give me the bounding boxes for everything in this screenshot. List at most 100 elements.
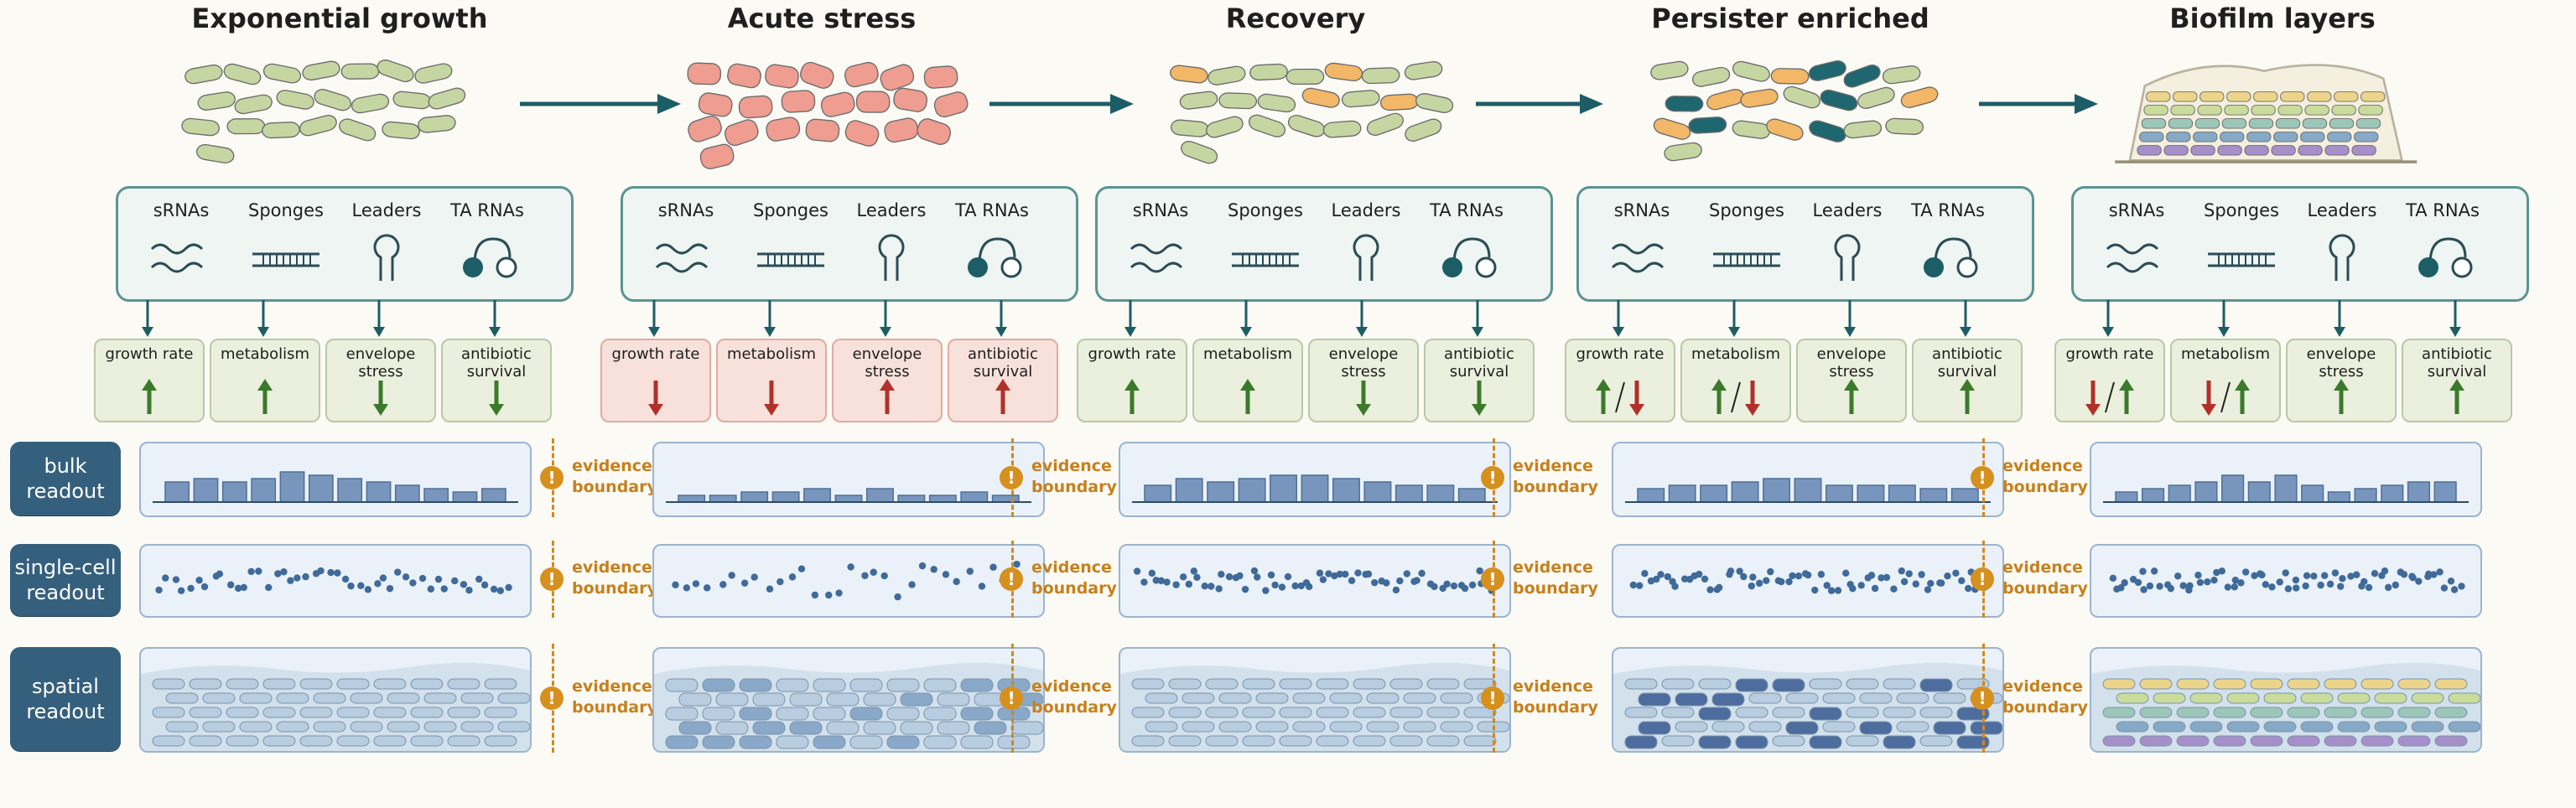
bulk-bar-chart xyxy=(1132,474,1498,503)
state-title: Exponential growth xyxy=(191,3,488,34)
bulk-bar xyxy=(1668,484,1696,503)
phenotype-tile: metabolism xyxy=(1192,339,1303,422)
flow-arrow-icon xyxy=(1476,94,1603,114)
cell-dot xyxy=(1629,581,1638,589)
spatial-tissue-dark-persister-cells xyxy=(1613,662,2002,751)
cell-dot xyxy=(1413,577,1420,584)
cell-dot xyxy=(2320,572,2329,579)
cell-dot xyxy=(1701,575,1709,583)
cell-dot xyxy=(302,572,309,581)
phenotype-label: metabolism xyxy=(1202,345,1293,363)
spatial-readout-panel xyxy=(2090,647,2482,753)
cell-dot xyxy=(1965,584,1972,593)
spatial-tissue-uniform-blue-rods xyxy=(141,662,530,751)
cell-dot xyxy=(2458,583,2465,590)
phenotype-label: growth rate xyxy=(1576,345,1665,363)
evidence-boundary-label: evidence boundary xyxy=(1031,457,1117,496)
cell-dot xyxy=(1443,580,1451,588)
cell-dot xyxy=(177,587,185,594)
cell-dot xyxy=(1396,577,1404,585)
cell-dot xyxy=(703,584,711,592)
cell-dot xyxy=(317,567,325,575)
cell-dot xyxy=(1236,572,1244,580)
cell-dot xyxy=(2121,579,2128,587)
cell-dot xyxy=(265,583,273,592)
cell-dot xyxy=(2196,578,2205,587)
warning-icon: ! xyxy=(1971,686,1994,710)
cell-dot xyxy=(1804,571,1812,579)
bulk-bar-chart xyxy=(666,488,1031,503)
bulk-bar xyxy=(337,478,363,503)
cell-dot xyxy=(2179,582,2187,589)
cell-dot xyxy=(2150,567,2158,575)
cell-dot xyxy=(1392,586,1400,594)
toxin-antitoxin-icon xyxy=(1442,237,1497,278)
phenotype-tile: antibiotic survival xyxy=(1912,339,2023,422)
cell-dot xyxy=(1706,586,1714,593)
cell-dot xyxy=(334,569,341,577)
phenotype-arrows xyxy=(1078,376,1186,416)
cell-dot xyxy=(1849,585,1857,593)
connector-arrow-icon xyxy=(257,300,269,337)
flow-arrow-icon xyxy=(1979,94,2098,114)
phenotype-label: growth rate xyxy=(105,345,194,363)
cell-dot xyxy=(434,575,443,583)
phenotype-arrows xyxy=(949,376,1057,416)
cell-dot xyxy=(2241,568,2250,576)
warning-icon: ! xyxy=(1481,686,1504,710)
cell-dot xyxy=(293,574,301,582)
cell-dot xyxy=(409,579,417,587)
cell-dot xyxy=(1680,575,1689,583)
cell-dot xyxy=(1716,583,1723,592)
bulk-bar xyxy=(452,491,478,503)
bulk-bar xyxy=(928,495,957,503)
cell-dot xyxy=(505,583,512,592)
cell-dot xyxy=(1811,586,1819,594)
cell-dot xyxy=(908,581,916,588)
warning-icon: ! xyxy=(1971,567,1994,591)
phenotype-arrows xyxy=(2288,376,2395,416)
cell-dot xyxy=(1755,579,1763,588)
cell-dot xyxy=(1284,572,1292,581)
row-label-single: single-cell readout xyxy=(10,544,121,616)
arrow-up-icon xyxy=(1844,379,1859,414)
warning-icon: ! xyxy=(540,686,564,710)
bulk-bar xyxy=(1301,474,1329,503)
arrow-down-icon xyxy=(764,381,779,416)
cell-dot xyxy=(776,578,784,586)
rna-class-label: TA RNAs xyxy=(1430,200,1504,220)
cell-dot xyxy=(728,572,735,579)
single-cell-dot-plot xyxy=(1133,567,1495,594)
phenotype-tile: growth rate xyxy=(2054,339,2165,422)
connector-arrow-icon xyxy=(2102,300,2114,337)
cell-illustration-red-swollen-cells xyxy=(687,61,969,169)
toxin-antitoxin-icon xyxy=(1924,237,1978,278)
cell-dot xyxy=(1225,572,1233,581)
cell-dot xyxy=(364,586,372,593)
rna-class-label: TA RNAs xyxy=(955,200,1029,220)
phenotype-tile: growth rate xyxy=(1077,339,1187,422)
cell-dot xyxy=(2231,576,2240,584)
phenotype-arrows xyxy=(1194,376,1301,416)
phenotype-label: antibiotic survival xyxy=(461,345,532,381)
cell-dot xyxy=(1208,583,1215,590)
cell-dot xyxy=(1924,586,1932,593)
connector-arrow-icon xyxy=(1844,300,1856,337)
cell-dot xyxy=(2352,571,2360,578)
cell-dot xyxy=(1794,572,1803,580)
row-label-bulk: bulk readout xyxy=(10,442,121,515)
phenotype-tile: antibiotic survival xyxy=(441,339,552,422)
cell-dot xyxy=(2310,572,2318,580)
connector-arrow-icon xyxy=(1356,300,1368,337)
evidence-boundary-label: evidence boundary xyxy=(1513,558,1598,598)
phenotype-arrows xyxy=(1426,376,1533,416)
arrow-down-icon xyxy=(1629,381,1644,416)
evidence-boundary-label: evidence boundary xyxy=(1513,457,1598,496)
cell-dot xyxy=(2436,568,2444,576)
cell-dot xyxy=(1740,572,1748,581)
bulk-bar xyxy=(1426,484,1455,503)
cell-dot xyxy=(2194,572,2202,579)
bulk-bar xyxy=(2141,488,2165,503)
evidence-boundary: !evidence boundary xyxy=(1971,438,2088,517)
